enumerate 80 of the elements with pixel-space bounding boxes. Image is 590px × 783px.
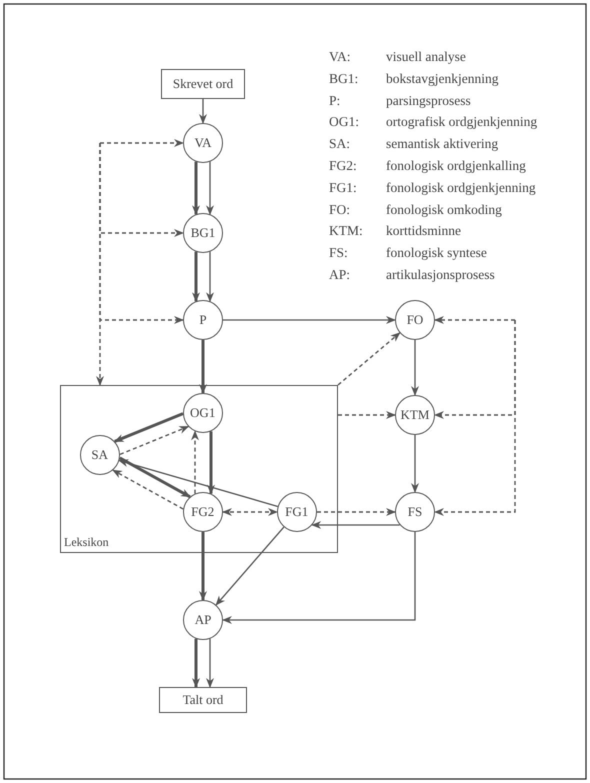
process-circle [395, 395, 435, 435]
node-label: KTM [400, 407, 430, 423]
arrow [206, 638, 214, 688]
process-circle [183, 123, 223, 163]
node-label: Skrevet ord [172, 76, 234, 92]
process-circle [80, 434, 120, 475]
process-circle [183, 300, 223, 340]
definition-text: fonologisk ordgjenkalling [386, 158, 526, 174]
abbreviation-label: SA: [329, 136, 350, 152]
abbreviation-label: BG1: [329, 70, 358, 87]
arrow [199, 340, 207, 394]
abbreviation-label: OG1: [329, 114, 359, 130]
definition-text: fonologisk omkoding [386, 202, 502, 218]
abbreviation-label: FG2: [329, 158, 357, 174]
arrow [215, 526, 284, 606]
process-circle [182, 392, 223, 433]
definition-text: ortografisk ordgjenkjenning [386, 114, 538, 130]
abbreviation-label: FG1: [329, 180, 357, 196]
arrow [192, 162, 200, 216]
process-circle [395, 492, 435, 532]
abbreviation-label: KTM: [329, 223, 363, 240]
process-circle [183, 213, 223, 253]
arrow [192, 252, 200, 302]
arrow [100, 139, 184, 147]
definition-text: fonologisk ordgjenkjenning [386, 180, 536, 196]
definition-text: semantisk aktivering [386, 136, 498, 152]
arrow [112, 470, 184, 510]
process-circle [395, 300, 435, 340]
arrow [338, 332, 400, 386]
arrow [118, 459, 278, 508]
arrow [207, 431, 215, 495]
definition-text: visuell analyse [386, 49, 466, 65]
abbreviation-label: VA: [329, 49, 351, 65]
process-circle [182, 492, 223, 532]
arrow [120, 426, 190, 456]
arrow [338, 411, 396, 419]
arrow [434, 320, 516, 516]
abbreviation-label: P: [329, 92, 340, 109]
arrow [199, 532, 207, 601]
node-label: OG1 [190, 404, 216, 421]
arrow [199, 99, 207, 124]
arrow [114, 412, 184, 443]
arrow [434, 316, 515, 324]
arrow [411, 435, 419, 493]
abbreviation-label: FS: [329, 245, 348, 262]
definition-text: parsingsprosess [386, 92, 471, 109]
node-label: FG2 [191, 504, 214, 520]
definition-text: korttidsminne [386, 223, 461, 240]
node-label: Talt ord [182, 692, 224, 708]
lexicon-frame [60, 385, 338, 553]
node-label: FO [406, 312, 424, 328]
arrow [223, 316, 396, 324]
arrow [191, 430, 199, 494]
abbreviation-label: FO: [329, 202, 350, 218]
abbreviation-label: AP: [329, 267, 350, 283]
arrow [317, 508, 396, 516]
arrow [119, 456, 191, 498]
definition-text: artikulasjonsprosess [386, 267, 495, 283]
arrow [222, 532, 416, 624]
arrow [96, 143, 104, 386]
arrow [311, 521, 400, 529]
node-label: FG1 [285, 504, 308, 520]
arrow [222, 508, 278, 516]
arrow [411, 340, 419, 396]
arrow [206, 252, 214, 302]
process-circle [276, 492, 317, 532]
node-label: P [199, 312, 207, 328]
process-box [159, 687, 247, 713]
definition-text: bokstavgjenkjenning [386, 70, 498, 87]
process-circle [183, 600, 223, 640]
node-label: BG1 [190, 225, 216, 241]
node-label: SA [91, 446, 108, 463]
arrow [192, 638, 200, 688]
group-label: Leksikon [64, 535, 109, 550]
node-label: AP [194, 612, 212, 628]
arrow [206, 162, 214, 216]
process-box [161, 69, 245, 99]
node-label: VA [194, 135, 212, 151]
node-label: FS [408, 504, 422, 520]
definition-text: fonologisk syntese [386, 245, 487, 262]
